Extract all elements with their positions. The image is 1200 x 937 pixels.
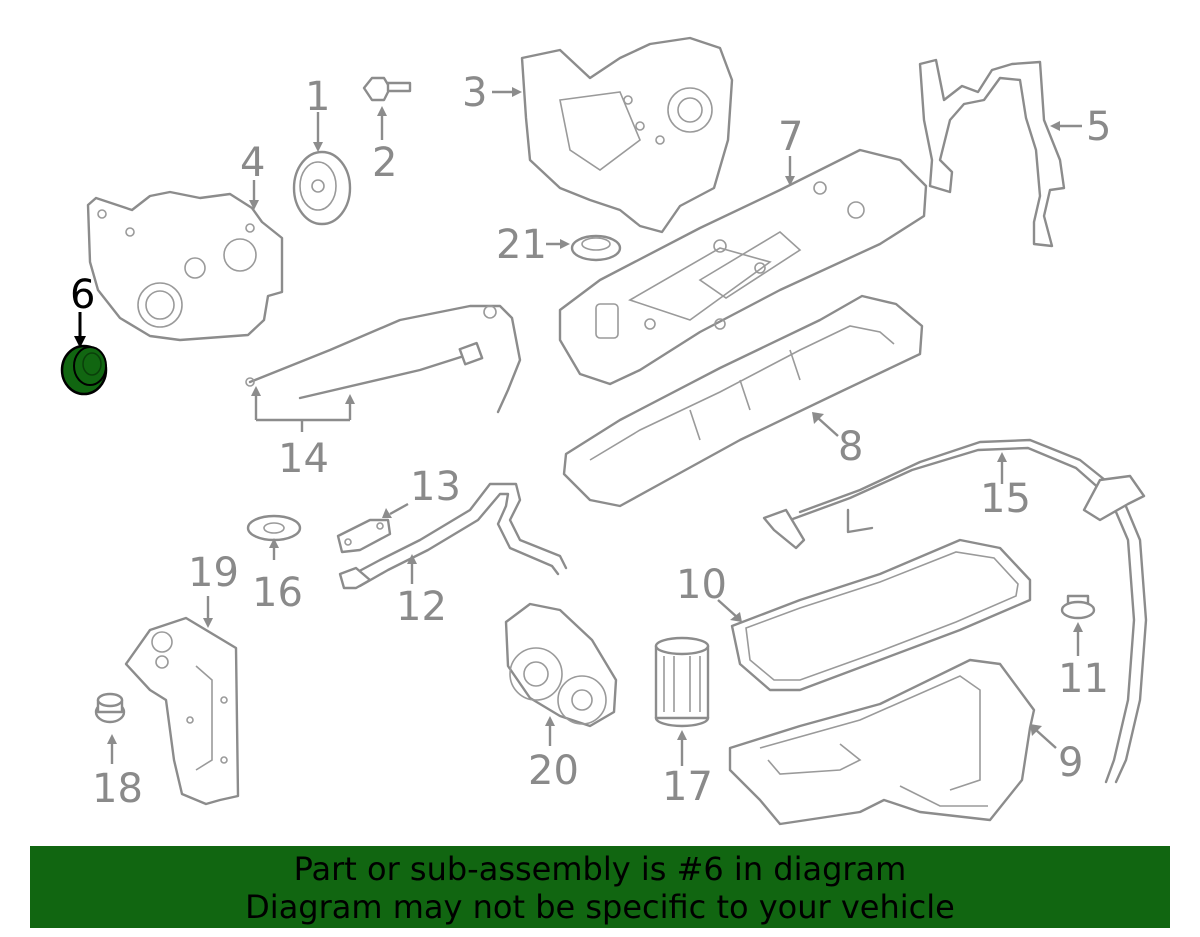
part-9-oil-pan [728, 658, 1036, 826]
part-1-pulley [292, 150, 352, 226]
part-7-valve-cover [558, 148, 928, 386]
callout-3-label: 3 [462, 70, 487, 116]
callout-12-label: 12 [396, 584, 447, 630]
part-4-timing-cover [86, 190, 284, 342]
part-19-bracket [124, 616, 240, 806]
callout-14-label: 14 [278, 436, 329, 482]
callout-16-label: 16 [252, 570, 303, 616]
part-11-drain-plug [1060, 594, 1096, 620]
callout-4-label: 4 [240, 140, 265, 186]
callout-10-label: 10 [676, 562, 727, 608]
part-21-cap [570, 234, 622, 262]
callout-1-label: 1 [305, 74, 330, 120]
banner-line-2: Diagram may not be specific to your vehi… [245, 888, 955, 926]
callout-19-label: 19 [188, 550, 239, 596]
banner-line-1: Part or sub-assembly is #6 in diagram [293, 850, 907, 888]
callout-20-label: 20 [528, 748, 579, 794]
callout-2-label: 2 [372, 140, 397, 186]
info-banner: Part or sub-assembly is #6 in diagram Di… [30, 846, 1170, 928]
part-6-seal-highlighted[interactable] [60, 344, 108, 396]
callout-6-label: 6 [70, 272, 95, 318]
callout-15-label: 15 [980, 476, 1031, 522]
callout-8-label: 8 [838, 424, 863, 470]
part-18-plug [94, 692, 126, 724]
callout-7-label: 7 [778, 114, 803, 160]
callout-11-label: 11 [1058, 656, 1109, 702]
part-16-washer [246, 514, 302, 542]
part-20-oil-pump [504, 602, 618, 728]
callout-5-label: 5 [1086, 104, 1111, 150]
callout-17-label: 17 [662, 764, 713, 810]
callout-13-label: 13 [410, 464, 461, 510]
part-13-gasket [336, 518, 392, 554]
part-8-gasket [562, 294, 924, 508]
part-17-oil-filter [654, 636, 710, 728]
part-5-gasket [918, 58, 1066, 248]
part-3-gear-housing [520, 36, 734, 234]
part-14-dipstick-assembly [245, 304, 522, 414]
part-10-oil-pan-gasket [730, 538, 1032, 692]
part-2-bolt [362, 76, 412, 102]
callout-9-label: 9 [1058, 740, 1083, 786]
callout-21-label: 21 [496, 222, 547, 268]
callout-6-arrowhead [74, 336, 86, 348]
callout-18-label: 18 [92, 766, 143, 812]
part-15-dipstick-tube [762, 438, 1148, 784]
part-12-pickup-tube [338, 482, 568, 590]
